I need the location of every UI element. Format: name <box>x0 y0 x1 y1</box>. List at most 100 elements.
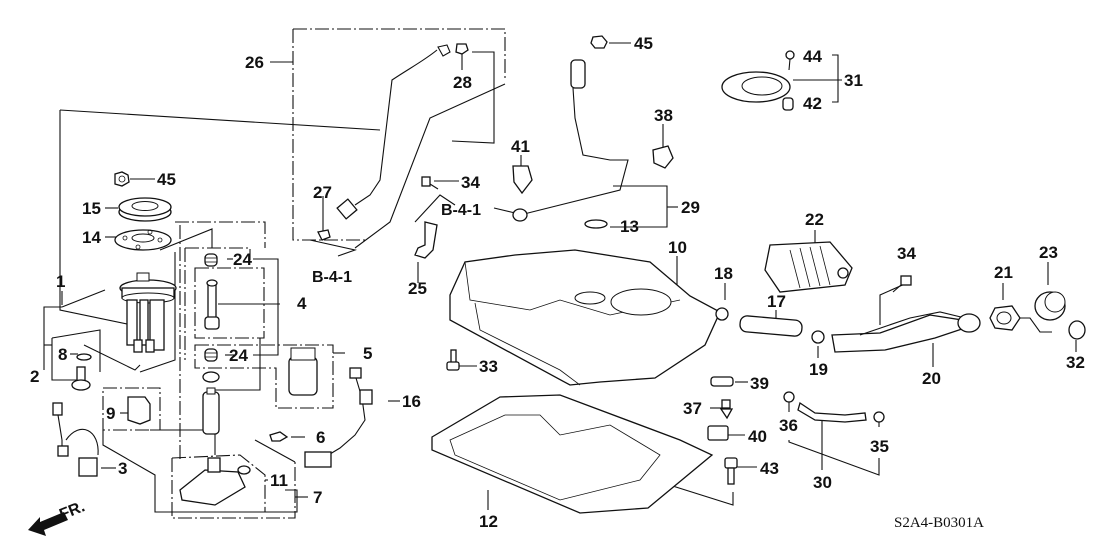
callout-26[interactable]: 26 <box>245 53 264 72</box>
callout-2[interactable]: 2 <box>30 367 39 386</box>
part-38-clip <box>652 145 674 169</box>
part-31-plate <box>721 71 791 103</box>
callout-34-left[interactable]: 34 <box>461 173 480 192</box>
callout-21[interactable]: 21 <box>994 263 1013 282</box>
callout-4[interactable]: 4 <box>297 294 307 313</box>
part-29-hose <box>512 59 629 222</box>
part-13-seal <box>584 219 608 229</box>
part-8-o-ring <box>76 353 92 361</box>
part-16-harness <box>304 367 373 468</box>
part-4-regulator <box>204 279 220 330</box>
part-25-bracket <box>414 221 438 259</box>
callout-23[interactable]: 23 <box>1039 243 1058 262</box>
part-3-harness <box>52 402 99 477</box>
part-23-fuel-cap <box>1034 291 1066 321</box>
callout-42[interactable]: 42 <box>803 94 822 113</box>
part-19-clamp <box>811 330 825 344</box>
callout-20[interactable]: 20 <box>922 369 941 388</box>
reference-b-4-1-left[interactable]: B-4-1 <box>312 269 352 286</box>
part-45-nut-left <box>114 171 130 187</box>
callout-45-top[interactable]: 45 <box>634 34 653 53</box>
part-drawings <box>28 35 1086 536</box>
part-17-hose <box>739 315 803 337</box>
part-27-clip <box>317 229 331 241</box>
callout-16[interactable]: 16 <box>402 392 421 411</box>
diagram-code: S2A4-B0301A <box>894 515 984 531</box>
part-seal <box>202 371 220 383</box>
callout-1[interactable]: 1 <box>56 272 65 291</box>
callout-15[interactable]: 15 <box>82 199 101 218</box>
part-5-filter <box>288 347 318 396</box>
part-6-clip <box>269 431 289 442</box>
part-2-sensor <box>71 366 91 391</box>
callout-36[interactable]: 36 <box>779 416 798 435</box>
part-33-bolt <box>446 349 460 371</box>
part-24-grommet-upper <box>204 253 218 267</box>
part-30-hose <box>783 391 885 423</box>
callout-6[interactable]: 6 <box>316 428 325 447</box>
callout-5[interactable]: 5 <box>363 344 372 363</box>
callout-25[interactable]: 25 <box>408 279 427 298</box>
callout-40[interactable]: 40 <box>748 427 767 446</box>
part-22-canister <box>764 241 853 293</box>
part-1-fuel-pump-module <box>119 272 177 353</box>
part-10-fuel-tank <box>449 249 721 386</box>
callout-22[interactable]: 22 <box>805 210 824 229</box>
part-37-clip <box>719 399 734 420</box>
callout-13[interactable]: 13 <box>620 217 639 236</box>
callout-27[interactable]: 27 <box>313 183 332 202</box>
front-direction-label: FR. <box>57 498 87 523</box>
part-24-grommet-lower <box>204 348 218 362</box>
callout-14[interactable]: 14 <box>82 228 101 247</box>
callout-35[interactable]: 35 <box>870 437 889 456</box>
part-45-nut-top <box>590 35 608 49</box>
part-41-clip <box>512 165 533 195</box>
part-44-screw <box>785 50 795 71</box>
callout-9[interactable]: 9 <box>106 404 115 423</box>
callout-41[interactable]: 41 <box>511 137 530 156</box>
callout-34-right[interactable]: 34 <box>897 244 916 263</box>
part-42-nut <box>782 97 794 111</box>
part-18-clamp <box>715 307 729 321</box>
reference-b-4-1-center[interactable]: B-4-1 <box>441 202 481 219</box>
part-26-fuel-line <box>336 44 451 220</box>
part-15-ring <box>118 197 172 222</box>
part-28-clip <box>455 43 469 55</box>
callout-30[interactable]: 30 <box>813 473 832 492</box>
callout-45-left[interactable]: 45 <box>157 170 176 189</box>
part-fuel-pump <box>202 387 220 435</box>
part-21-ring <box>989 305 1021 331</box>
callout-10[interactable]: 10 <box>668 238 687 257</box>
part-40-cushion <box>707 425 729 441</box>
part-20-filler-neck <box>831 311 981 353</box>
callout-33[interactable]: 33 <box>479 357 498 376</box>
part-34-bolt-right <box>892 275 912 293</box>
part-12-heat-shield <box>431 394 714 514</box>
callout-32[interactable]: 32 <box>1066 353 1085 372</box>
part-39-clip <box>710 376 734 387</box>
callout-44[interactable]: 44 <box>803 47 822 66</box>
callout-17[interactable]: 17 <box>767 292 786 311</box>
callouts: 1 2 3 4 5 6 7 8 9 10 11 12 13 14 15 16 1… <box>30 34 1085 531</box>
callout-7[interactable]: 7 <box>313 488 322 507</box>
part-14-gasket <box>114 229 172 251</box>
callout-3[interactable]: 3 <box>118 459 127 478</box>
callout-37[interactable]: 37 <box>683 399 702 418</box>
callout-18[interactable]: 18 <box>714 264 733 283</box>
callout-24-lower[interactable]: 24 <box>229 346 248 365</box>
callout-29[interactable]: 29 <box>681 198 700 217</box>
callout-31[interactable]: 31 <box>844 71 863 90</box>
front-direction-arrow <box>28 512 68 536</box>
part-32-grommet <box>1068 320 1086 340</box>
part-11-strainer <box>179 457 251 506</box>
callout-8[interactable]: 8 <box>58 345 67 364</box>
callout-19[interactable]: 19 <box>809 360 828 379</box>
callout-11[interactable]: 11 <box>270 471 288 490</box>
callout-12[interactable]: 12 <box>479 512 498 531</box>
callout-24-upper[interactable]: 24 <box>233 250 252 269</box>
callout-28[interactable]: 28 <box>453 73 472 92</box>
callout-39[interactable]: 39 <box>750 374 769 393</box>
callout-38[interactable]: 38 <box>654 106 673 125</box>
callout-43[interactable]: 43 <box>760 459 779 478</box>
